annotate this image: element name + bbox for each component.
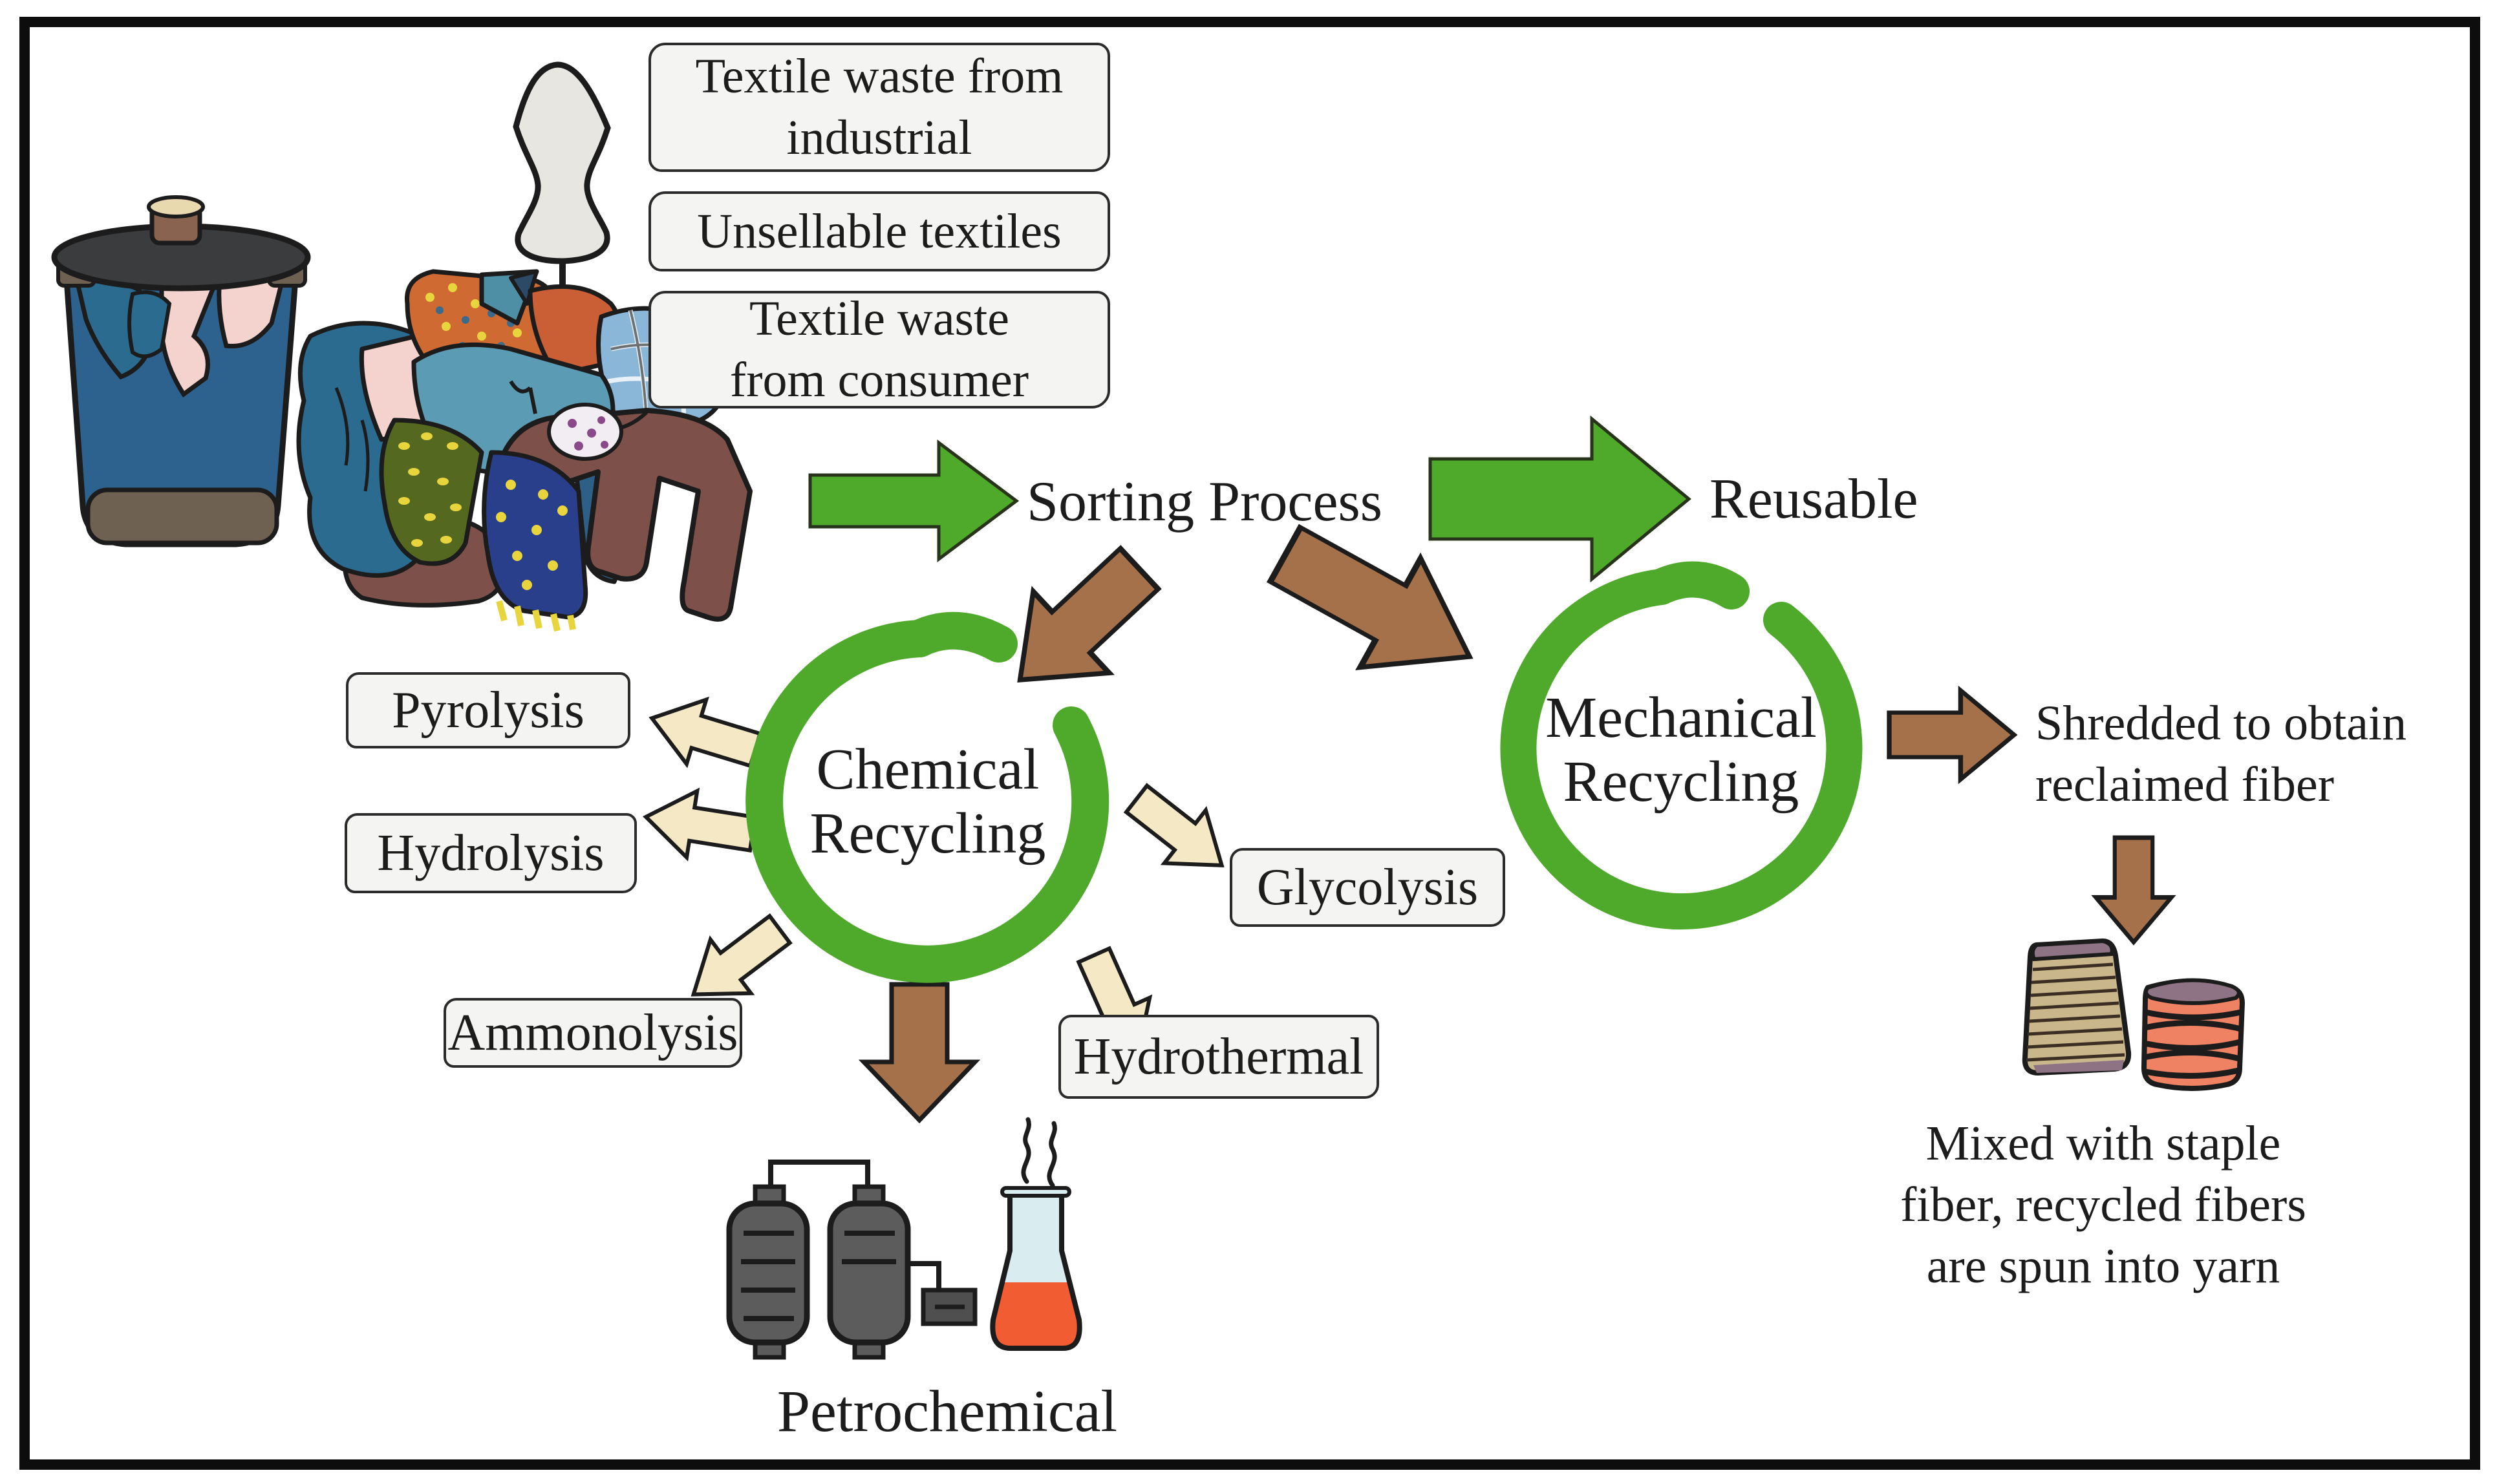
mechanical-recycling-label: Mechanical Recycling bbox=[1545, 686, 1817, 814]
source-box-unsellable-label: Unsellable textiles bbox=[697, 204, 1062, 259]
mechanical-cycle-icon bbox=[1500, 561, 1863, 929]
hydrothermal-label: Hydrothermal bbox=[1073, 1028, 1364, 1085]
glycolysis-label: Glycolysis bbox=[1256, 858, 1479, 916]
chemical-cycle-icon bbox=[745, 611, 1109, 983]
process-box-pyrolysis: Pyrolysis bbox=[346, 672, 630, 748]
yarn-spools-icon bbox=[2022, 938, 2245, 1091]
source-box-industrial: Textile waste from industrial bbox=[648, 43, 1110, 172]
clothes-pile-icon bbox=[296, 269, 753, 632]
sorting-arrow-icon bbox=[808, 440, 1020, 562]
source-box-consumer-label: Textile waste from consumer bbox=[729, 292, 1029, 407]
process-box-hydrolysis: Hydrolysis bbox=[345, 813, 637, 893]
shred-note-label: Shredded to obtain reclaimed fiber bbox=[2035, 696, 2407, 812]
source-box-unsellable: Unsellable textiles bbox=[648, 191, 1110, 271]
process-box-glycolysis: Glycolysis bbox=[1230, 848, 1505, 927]
figure-frame bbox=[19, 17, 2480, 1470]
petrochemical-label: Petrochemical bbox=[777, 1378, 1118, 1444]
hydrolysis-label: Hydrolysis bbox=[377, 824, 605, 882]
reactor-tanks-icon bbox=[726, 1160, 978, 1360]
flask-icon bbox=[990, 1117, 1082, 1351]
sorting-process-label: Sorting Process bbox=[1027, 471, 1382, 533]
reusable-arrow-icon bbox=[1428, 415, 1691, 583]
reusable-label: Reusable bbox=[1709, 468, 1918, 531]
mix-note-label: Mixed with staple fiber, recycled fibers… bbox=[1900, 1116, 2306, 1293]
ammonolysis-label: Ammonolysis bbox=[447, 1004, 738, 1061]
source-box-consumer: Textile waste from consumer bbox=[648, 291, 1110, 408]
process-box-hydrothermal: Hydrothermal bbox=[1058, 1015, 1379, 1099]
source-box-industrial-label: Textile waste from industrial bbox=[695, 49, 1064, 165]
chemical-recycling-label: Chemical Recycling bbox=[809, 737, 1046, 865]
process-box-ammonolysis: Ammonolysis bbox=[444, 998, 742, 1068]
trash-can-icon bbox=[51, 195, 311, 547]
pyrolysis-label: Pyrolysis bbox=[392, 681, 584, 739]
